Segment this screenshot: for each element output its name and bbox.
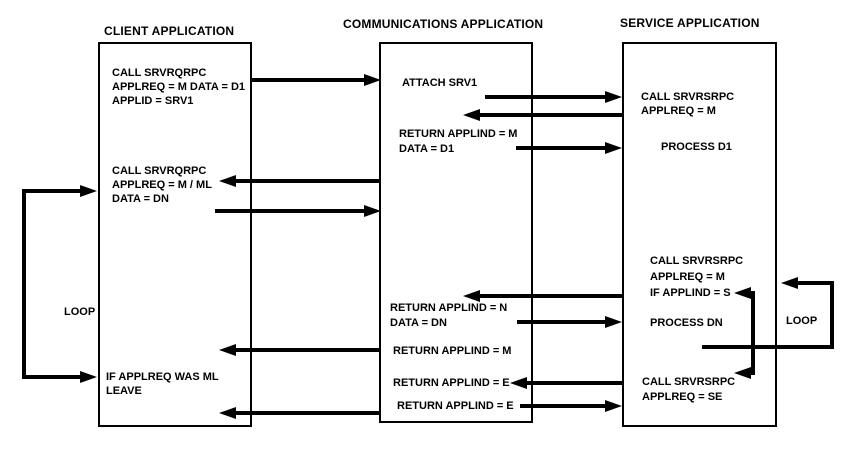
client-call2-line3: DATA = DN [112,193,169,205]
arrow-comm-to-client-1-shaft [236,179,379,183]
client-loop-top-head-icon [80,185,97,197]
arrow-comm-to-client-2-shaft [236,348,379,352]
arrow-comm-to-client-2-head-icon [219,344,236,356]
arrow-comm-to-service-data-d1-head-icon [605,142,622,154]
arrow-comm-to-client-1-head-icon [219,175,236,187]
service-branch-bottom-head-icon [734,367,751,379]
client-loop-label: LOOP [64,306,96,318]
service-branch-vertical-line [751,291,755,375]
arrow-service-to-comm-3-shaft [527,381,622,385]
service-loop-label: LOOP [786,315,818,327]
client-call2-line1: CALL SRVRQRPC [112,165,207,177]
communications-application-title: COMMUNICATIONS APPLICATION [343,17,544,31]
service-loop-vertical-line [830,281,834,349]
client-leave-block: IF APPLREQ WAS ML LEAVE [106,370,219,398]
comm-attach-srv1: ATTACH SRV1 [402,77,478,89]
client-application-box [98,42,252,427]
client-loop-bottom-shaft [22,375,81,379]
comm-return1-line2: DATA = D1 [399,143,455,155]
arrow-client-to-comm-data-dn-head-icon [364,205,381,217]
comm-return-applind-n-data-dn: RETURN APPLIND = N DATA = DN [390,301,507,331]
arrow-client-to-comm-attach-shaft [252,78,364,82]
comm-return2-line2: DATA = DN [390,317,447,329]
service-call2-line3: IF APPLIND = S [650,287,731,299]
comm-return-applind-e-2: RETURN APPLIND = E [397,400,514,412]
arrow-comm-to-service-applind-e-shaft [520,404,605,408]
arrow-comm-to-service-data-d1-shaft [516,146,605,150]
service-call1-line2: APPLREQ = M [641,105,716,117]
client-loop-vertical-line [22,189,26,379]
service-loop-head-icon [781,277,798,289]
arrow-client-to-comm-attach-head-icon [364,74,381,86]
comm-return1-line1: RETURN APPLIND = M [399,128,518,140]
arrow-comm-to-service-call-head-icon [605,91,622,103]
arrow-comm-to-service-call-shaft [485,95,605,99]
client-call1-line1: CALL SRVRQRPC [112,67,207,79]
arrow-comm-to-service-data-dn-shaft [517,320,605,324]
service-loop-bottom-shaft [702,345,834,349]
service-process-dn: PROCESS DN [650,317,723,329]
client-application-title: CLIENT APPLICATION [104,24,235,38]
service-call2-line2: APPLREQ = M [650,271,725,283]
service-call-srvrsrpc-1: CALL SRVRSRPC APPLREQ = M [641,90,734,118]
arrow-service-to-comm-2-shaft [480,294,622,298]
client-loop-bottom-head-icon [80,371,97,383]
client-leave-line2: LEAVE [106,385,142,397]
service-application-title: SERVICE APPLICATION [620,16,760,30]
comm-return2-line1: RETURN APPLIND = N [390,302,508,314]
client-loop-top-shaft [22,189,81,193]
arrow-service-to-comm-1-head-icon [463,109,480,121]
service-call-srvrsrpc-3: CALL SRVRSRPC APPLREQ = SE [642,375,735,405]
arrow-service-to-comm-2-head-icon [463,290,480,302]
comm-return-applind-m-data-d1: RETURN APPLIND = M DATA = D1 [399,127,517,157]
comm-return-applind-e-1: RETURN APPLIND = E [393,377,510,389]
arrow-comm-to-client-3-head-icon [219,407,236,419]
arrow-client-to-comm-data-dn-shaft [215,209,364,213]
client-leave-line1: IF APPLREQ WAS ML [106,371,219,383]
client-call2-line2: APPLREQ = M / ML [112,179,212,191]
service-branch-top-head-icon [734,287,751,299]
arrow-comm-to-service-applind-e-head-icon [605,400,622,412]
service-process-d1: PROCESS D1 [661,141,732,153]
client-call1-line3: APPLID = SRV1 [112,95,194,107]
arrow-service-to-comm-1-shaft [480,113,622,117]
client-call1-line2: APPLREQ = M DATA = D1 [112,81,246,93]
arrow-comm-to-client-3-shaft [236,411,379,415]
service-call1-line1: CALL SRVRSRPC [641,91,735,103]
comm-return-applind-m: RETURN APPLIND = M [393,345,512,357]
arrow-service-to-comm-3-head-icon [510,377,527,389]
service-call3-line2: APPLREQ = SE [642,391,723,403]
service-call2-line1: CALL SRVRSRPC [650,255,744,267]
client-call-srvrqrpc-1: CALL SRVRQRPC APPLREQ = M DATA = D1 APPL… [112,66,245,108]
communications-application-box [379,42,533,423]
arrow-comm-to-service-data-dn-head-icon [605,316,622,328]
service-loop-top-shaft [798,281,834,285]
service-call-srvrsrpc-2: CALL SRVRSRPC APPLREQ = M IF APPLIND = S [650,253,743,301]
service-call3-line1: CALL SRVRSRPC [642,376,736,388]
client-call-srvrqrpc-2: CALL SRVRQRPC APPLREQ = M / ML DATA = DN [112,164,212,206]
